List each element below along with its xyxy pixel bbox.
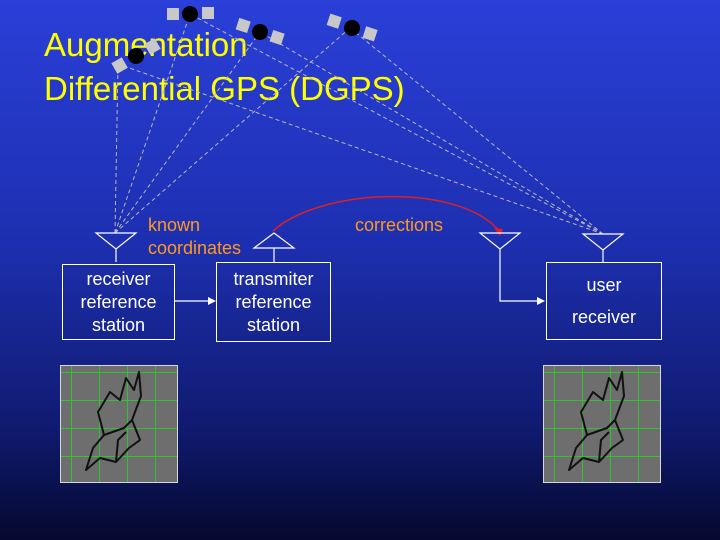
signal-line	[259, 31, 604, 235]
signal-line	[114, 13, 191, 234]
satellite	[167, 6, 214, 22]
antenna-icon	[252, 232, 296, 249]
transmitter-reference-station-box: transmiter reference station	[216, 262, 331, 342]
corrections-arc	[272, 195, 501, 233]
connector-arrowhead	[537, 297, 545, 305]
antenna-icon	[581, 233, 625, 251]
map-route	[85, 371, 142, 471]
map-route	[568, 371, 625, 471]
receiver-reference-station-box: receiver reference station	[62, 264, 175, 340]
satellite	[235, 17, 285, 46]
satellite	[326, 13, 378, 42]
connector-line	[499, 249, 538, 302]
signal-lines	[114, 13, 604, 235]
user-receiver-box: user receiver	[546, 262, 662, 340]
map-tile-right	[543, 365, 661, 483]
signal-line	[114, 31, 261, 234]
corrections-arrowhead	[494, 228, 503, 236]
antenna-icon	[478, 232, 522, 250]
signal-line	[114, 63, 119, 234]
connector-arrowhead	[208, 297, 216, 305]
signal-line	[189, 13, 604, 235]
signal-line	[117, 63, 604, 235]
satellite	[111, 38, 161, 74]
corrections-label: corrections	[355, 215, 444, 235]
known-coordinates-label: known coordinates	[148, 215, 242, 258]
antenna-icon	[94, 232, 138, 250]
map-tile-left	[60, 365, 178, 483]
signal-line	[349, 27, 604, 235]
